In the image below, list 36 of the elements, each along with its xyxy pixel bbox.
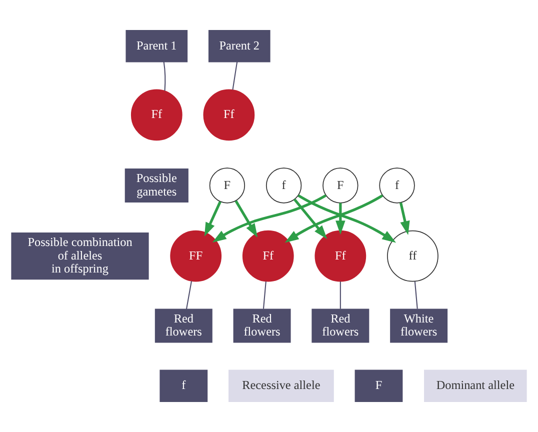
node-circle: f [266,168,302,204]
node-circle: f [379,168,415,204]
arrow [298,194,396,243]
node-box: Parent 2 [208,30,270,62]
node-circle: Ff [242,230,294,282]
label: f [182,378,186,392]
arrow [212,194,326,242]
connector [262,281,266,309]
node-circle: F [209,168,246,204]
node-box: Parent 1 [126,30,188,62]
arrow [336,203,346,235]
node-circle: F [322,168,358,204]
arrow [293,198,328,240]
node-box: Red flowers [233,308,291,343]
connector [186,280,192,310]
node-box: White flowers [390,308,448,343]
node-circle: Ff [203,89,255,141]
arrow [234,200,258,238]
label: F [375,378,382,392]
node-box: Red flowers [312,308,370,343]
node-circle: FF [170,230,222,282]
arrow [399,202,410,236]
connector [414,281,418,309]
node-circle: Ff [314,230,366,282]
arrow [204,201,222,237]
connector [232,62,238,90]
node-box: Possible combination of alleles in offspring [11,232,149,280]
node-circle: ff [387,230,438,282]
connector [163,62,166,91]
label: Dominant allele [436,378,515,392]
arrow [284,194,384,243]
node-circle: Ff [130,89,182,141]
node-box: Red flowers [154,308,212,343]
connector [340,281,341,309]
label: Recessive allele [242,378,320,392]
node-box: Possible gametes [124,168,188,202]
